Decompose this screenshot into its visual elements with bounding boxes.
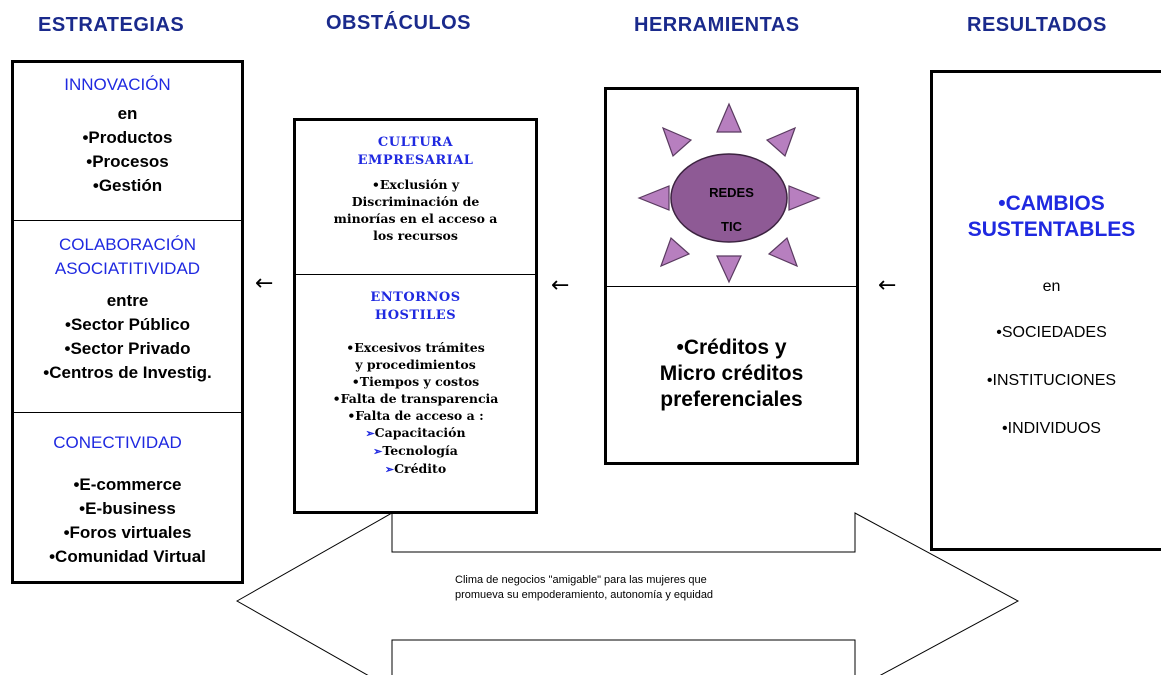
collaboration-connector: entre bbox=[106, 291, 149, 310]
results-list: en •SOCIEDADES •INSTITUCIONES •INDIVIDUO… bbox=[933, 275, 1161, 441]
star-ray bbox=[767, 236, 799, 268]
culture-line: •Exclusión y bbox=[371, 177, 460, 192]
header-tools: HERRAMIENTAS bbox=[634, 14, 800, 36]
credits-line: preferenciales bbox=[660, 388, 803, 411]
environments-subitem: ➢Tecnología bbox=[296, 442, 535, 460]
culture-section: CULTURA EMPRESARIAL •Exclusión y Discrim… bbox=[296, 134, 535, 244]
subitem-label: Crédito bbox=[394, 461, 447, 476]
band-text: Clima de negocios "amigable" para las mu… bbox=[455, 573, 713, 603]
obstacles-divider bbox=[296, 274, 535, 275]
connectivity-item: •Comunidad Virtual bbox=[49, 547, 206, 566]
band-arrow-shape bbox=[235, 512, 1020, 675]
connectivity-item: •E-business bbox=[79, 499, 176, 518]
connectivity-title: CONECTIVIDAD bbox=[53, 433, 182, 452]
star-rays bbox=[637, 102, 821, 284]
arrow-bullet-icon: ➢ bbox=[365, 427, 375, 440]
results-connector: en bbox=[1042, 278, 1061, 295]
strategies-divider-1 bbox=[14, 220, 241, 221]
results-title: •CAMBIOS SUSTENTABLES bbox=[933, 191, 1161, 243]
header-obstacles: OBSTÁCULOS bbox=[326, 12, 471, 34]
collaboration-section: COLABORACIÓN ASOCIATITIVIDAD entre •Sect… bbox=[14, 233, 241, 385]
header-results: RESULTADOS bbox=[967, 14, 1107, 36]
results-box: •CAMBIOS SUSTENTABLES en •SOCIEDADES •IN… bbox=[930, 70, 1161, 551]
culture-title-line1: CULTURA bbox=[377, 135, 454, 150]
star-center bbox=[670, 153, 788, 243]
star-graphic bbox=[637, 102, 821, 284]
environments-title-line2: HOSTILES bbox=[374, 308, 457, 323]
tools-box: REDES TIC •Créditos y Micro créditos pre… bbox=[604, 87, 859, 465]
star-label: REDES TIC bbox=[607, 176, 856, 244]
results-item: •INDIVIDUOS bbox=[1002, 420, 1101, 437]
collaboration-title-line2: ASOCIATITIVIDAD bbox=[54, 259, 201, 278]
star-ray bbox=[716, 102, 742, 133]
environments-line: •Excesivos trámites bbox=[346, 340, 485, 355]
environments-line: y procedimientos bbox=[355, 357, 476, 372]
arrow-left-icon: ← bbox=[255, 271, 274, 296]
collaboration-item: •Sector Público bbox=[65, 315, 190, 334]
collaboration-item: •Centros de Investig. bbox=[43, 363, 212, 382]
star-label-line2: TIC bbox=[721, 219, 742, 234]
subitem-label: Tecnología bbox=[382, 443, 458, 458]
strategies-box: INNOVACIÓN en •Productos •Procesos •Gest… bbox=[11, 60, 244, 584]
band-line-2: promueva su empoderamiento, autonomía y … bbox=[455, 589, 714, 601]
strategies-divider-2 bbox=[14, 412, 241, 413]
results-title-line2: SUSTENTABLES bbox=[967, 218, 1136, 241]
culture-line: Discriminación de bbox=[351, 194, 480, 209]
header-strategies: ESTRATEGIAS bbox=[38, 14, 185, 36]
environments-line: •Falta de acceso a : bbox=[347, 408, 484, 423]
environments-section: ENTORNOS HOSTILES •Excesivos trámites y … bbox=[296, 289, 535, 478]
arrow-left-icon: ← bbox=[878, 273, 897, 298]
band-line-1: Clima de negocios "amigable" para las mu… bbox=[455, 574, 707, 586]
arrow-left-icon: ← bbox=[551, 273, 570, 298]
results-title-line1: •CAMBIOS bbox=[998, 192, 1105, 215]
star-ray bbox=[716, 255, 742, 284]
connectivity-item: •Foros virtuales bbox=[63, 523, 192, 542]
innovation-title: INNOVACIÓN bbox=[64, 75, 171, 94]
environments-subitem: ➢Crédito bbox=[296, 460, 535, 478]
environments-line: •Falta de transparencia bbox=[332, 391, 499, 406]
culture-line: los recursos bbox=[373, 228, 458, 243]
obstacles-box: CULTURA EMPRESARIAL •Exclusión y Discrim… bbox=[293, 118, 538, 514]
culture-title-line2: EMPRESARIAL bbox=[357, 153, 474, 168]
star-ray bbox=[788, 185, 821, 211]
innovation-item: •Productos bbox=[82, 128, 173, 147]
innovation-connector: en bbox=[117, 104, 138, 123]
environments-subitem: ➢Capacitación bbox=[296, 424, 535, 442]
star-label-line1: REDES bbox=[709, 185, 754, 200]
culture-line: minorías en el acceso a bbox=[333, 211, 498, 226]
star-ray bbox=[637, 185, 670, 211]
innovation-item: •Gestión bbox=[92, 176, 163, 195]
results-item: •SOCIEDADES bbox=[996, 324, 1107, 341]
collaboration-item: •Sector Privado bbox=[64, 339, 191, 358]
tools-divider bbox=[607, 286, 856, 287]
subitem-label: Capacitación bbox=[374, 425, 466, 440]
environments-title-line1: ENTORNOS bbox=[370, 290, 461, 305]
connectivity-item: •E-commerce bbox=[73, 475, 182, 494]
credits-line: •Créditos y bbox=[676, 336, 787, 359]
credits-section: •Créditos y Micro créditos preferenciale… bbox=[607, 335, 856, 413]
collaboration-title-line1: COLABORACIÓN bbox=[59, 235, 196, 254]
star-ray bbox=[659, 236, 691, 268]
credits-line: Micro créditos bbox=[659, 362, 804, 385]
star-ray bbox=[765, 126, 797, 158]
innovation-item: •Procesos bbox=[86, 152, 169, 171]
results-item: •INSTITUCIONES bbox=[986, 372, 1117, 389]
connectivity-section: CONECTIVIDAD •E-commerce •E-business •Fo… bbox=[14, 431, 241, 569]
arrow-bullet-icon: ➢ bbox=[373, 445, 383, 458]
star-ray bbox=[661, 126, 693, 158]
environments-line: •Tiempos y costos bbox=[351, 374, 480, 389]
arrow-bullet-icon: ➢ bbox=[384, 463, 395, 476]
innovation-section: INNOVACIÓN en •Productos •Procesos •Gest… bbox=[14, 73, 241, 198]
